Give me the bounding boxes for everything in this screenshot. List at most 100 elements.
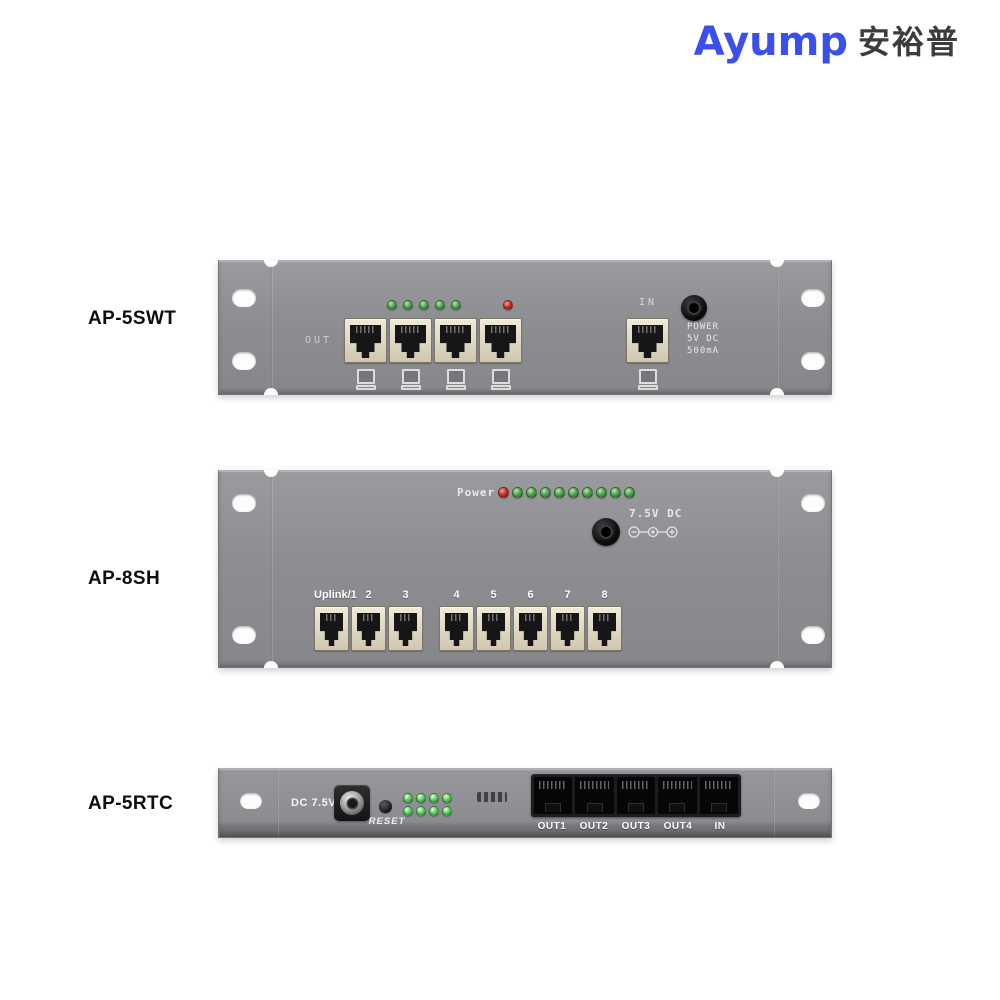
link-led — [451, 300, 461, 310]
status-led — [596, 487, 607, 498]
panel-fold-line — [777, 472, 779, 666]
edge-notch — [770, 470, 784, 477]
rj45-port — [476, 606, 511, 651]
power-rating-line: POWER — [687, 322, 720, 332]
computer-icon — [355, 369, 376, 390]
status-led — [526, 487, 537, 498]
dc-power-jack — [334, 785, 370, 821]
edge-notch — [770, 388, 784, 395]
port-label: 6 — [527, 589, 534, 601]
dc-voltage-label: 7.5V DC — [629, 507, 683, 520]
mounting-hole — [240, 793, 262, 809]
port-label: 2 — [365, 589, 372, 601]
status-led — [540, 487, 551, 498]
rj45-port — [351, 606, 386, 651]
panel-fold-line — [271, 472, 273, 666]
rj45-jack — [534, 777, 573, 814]
port-label: 7 — [564, 589, 571, 601]
mounting-hole — [801, 289, 825, 307]
panel-fold-line — [277, 770, 279, 836]
status-led — [403, 806, 413, 816]
rj45-jack — [658, 777, 697, 814]
status-led — [429, 793, 439, 803]
rj45-jack — [593, 613, 616, 646]
rj45-jack — [482, 613, 505, 646]
rj45-port — [314, 606, 349, 651]
computer-icon-in — [626, 369, 669, 390]
edge-notch — [770, 260, 784, 267]
rj45-jack — [616, 777, 656, 814]
rj45-jack — [485, 325, 516, 358]
status-led — [554, 487, 565, 498]
port-label: Uplink/1 — [314, 589, 357, 601]
rj45-jack — [699, 777, 739, 814]
model-label-ap-5rtc: AP-5RTC — [88, 793, 174, 814]
rj45-jack — [320, 613, 343, 646]
rj45-jack — [395, 325, 426, 358]
status-led — [498, 487, 509, 498]
rj45-port — [587, 606, 622, 651]
panel-fold-line — [777, 262, 779, 393]
edge-notch — [264, 470, 278, 477]
out-ports — [344, 318, 522, 363]
edge-notch — [264, 661, 278, 668]
rj45-port — [479, 318, 522, 363]
mounting-hole — [232, 494, 256, 512]
led-row — [498, 487, 635, 498]
port-label: OUT3 — [621, 821, 651, 832]
status-led — [403, 793, 413, 803]
port-label: 3 — [402, 589, 409, 601]
port-label: OUT2 — [579, 821, 609, 832]
mounting-hole — [798, 793, 820, 809]
computer-icon — [400, 369, 421, 390]
ports-block — [531, 774, 741, 817]
rj45-port — [388, 606, 423, 651]
edge-notch — [264, 260, 278, 267]
rj45-jack — [357, 613, 380, 646]
status-led — [610, 487, 621, 498]
status-led — [624, 487, 635, 498]
status-led — [568, 487, 579, 498]
link-led — [403, 300, 413, 310]
edge-notch — [770, 661, 784, 668]
led-row — [387, 300, 461, 310]
status-led — [442, 793, 452, 803]
computer-icons-row — [344, 369, 522, 390]
rj45-port — [550, 606, 585, 651]
rj45-jack — [519, 613, 542, 646]
status-led — [429, 806, 439, 816]
ports-row — [314, 606, 622, 651]
mounting-hole — [801, 494, 825, 512]
edge-notch — [264, 388, 278, 395]
rj45-jack — [575, 777, 614, 814]
model-label-ap-8sh: AP-8SH — [88, 568, 161, 589]
polarity-icon — [627, 524, 679, 545]
reset-label: RESET — [368, 816, 406, 827]
status-led — [512, 487, 523, 498]
led-grid — [403, 793, 452, 816]
reset-button — [379, 800, 392, 813]
link-led — [419, 300, 429, 310]
power-rating-line: 500mA — [687, 346, 720, 356]
link-led — [387, 300, 397, 310]
port-label: OUT4 — [663, 821, 693, 832]
brand-name-en: Ayump — [693, 19, 848, 65]
brand-name-cn: 安裕普 — [857, 23, 960, 61]
port-label: OUT1 — [537, 821, 567, 832]
status-led — [416, 793, 426, 803]
panel-fold-line — [271, 262, 273, 393]
port-label: 5 — [490, 589, 497, 601]
rj45-port — [513, 606, 548, 651]
power-label: Power — [457, 486, 496, 499]
computer-icon — [490, 369, 511, 390]
status-led — [416, 806, 426, 816]
vent-grille — [477, 792, 507, 802]
brand-logo: Ayump 安裕普 — [694, 22, 960, 62]
power-led — [503, 300, 513, 310]
rj45-port — [626, 318, 669, 363]
